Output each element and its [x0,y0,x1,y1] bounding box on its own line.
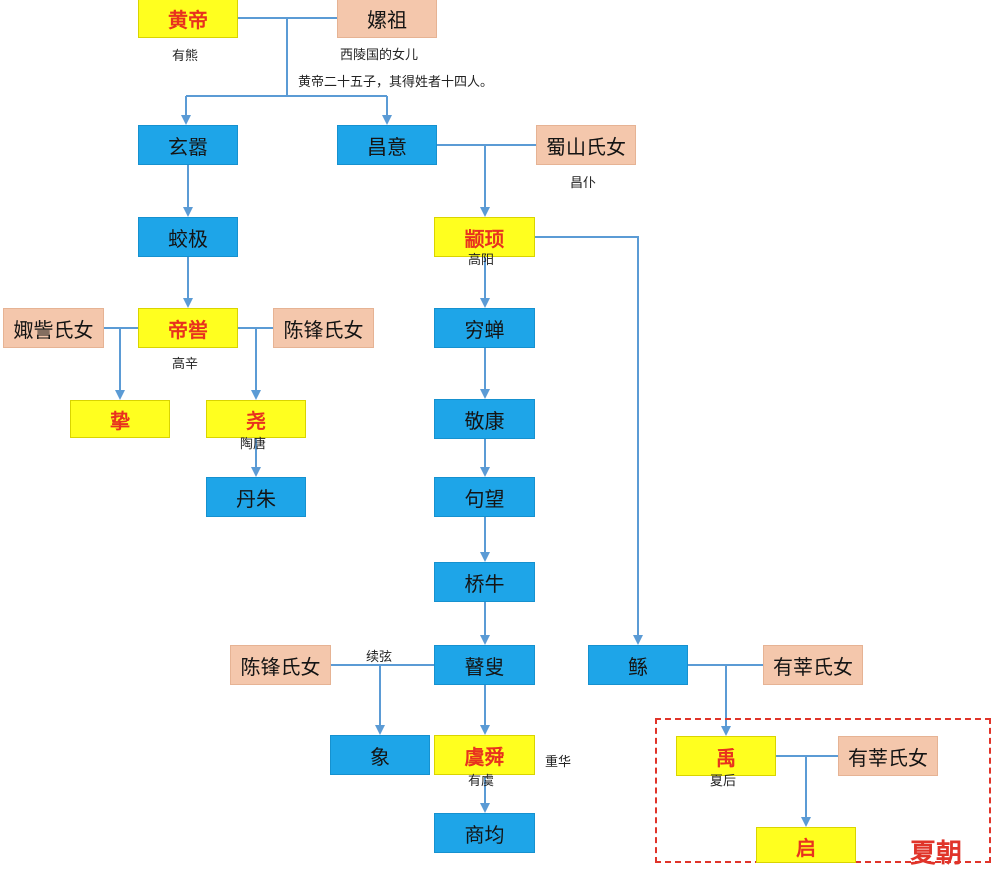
dynasty-label: 夏朝 [910,839,963,869]
node-leizu: 嫘祖 [337,0,437,38]
node-gun: 鲧 [588,645,688,685]
node-shun: 虞舜 [434,735,535,775]
node-xiang: 象 [330,735,430,775]
note-gaoyang: 高阳 [468,253,495,268]
node-qiaoniu: 桥牛 [434,562,535,602]
node-chenfeng2: 陈锋氏女 [230,645,331,685]
note-changpu: 昌仆 [570,176,597,191]
node-danzhu: 丹朱 [206,477,306,517]
note-xiling: 西陵国的女儿 [340,48,419,63]
node-chenfeng1: 陈锋氏女 [273,308,374,348]
node-juwang: 句望 [434,477,535,517]
node-qiongchan: 穷蝉 [434,308,535,348]
node-youxin1: 有莘氏女 [763,645,863,685]
note-taotang: 陶唐 [240,437,267,452]
node-youxin2: 有莘氏女 [838,736,938,776]
note-gaoxin: 高辛 [172,357,199,372]
node-juzi: 娵訾氏女 [3,308,104,348]
node-shushan: 蜀山氏女 [536,125,636,165]
node-xuanxiao: 玄嚣 [138,125,238,165]
node-qi: 启 [756,827,856,863]
node-yu: 禹 [676,736,776,776]
node-shangjun: 商均 [434,813,535,853]
node-zhuanxu: 颛顼 [434,217,535,257]
note-youyu: 有虞 [468,774,495,789]
node-yao: 尧 [206,400,306,438]
note-youxiong: 有熊 [172,49,199,64]
node-gusou: 瞽叟 [434,645,535,685]
note-xiahou: 夏后 [710,774,737,789]
note-sons: 黄帝二十五子，其得姓者十四人。 [298,75,494,90]
node-huangdi: 黄帝 [138,0,238,38]
node-zhi: 挚 [70,400,170,438]
node-changyi: 昌意 [337,125,437,165]
node-diku: 帝喾 [138,308,238,348]
note-xuxian: 续弦 [366,650,393,665]
note-chonghua: 重华 [545,755,572,770]
node-jingkang: 敬康 [434,399,535,439]
node-jiaoji: 蛟极 [138,217,238,257]
